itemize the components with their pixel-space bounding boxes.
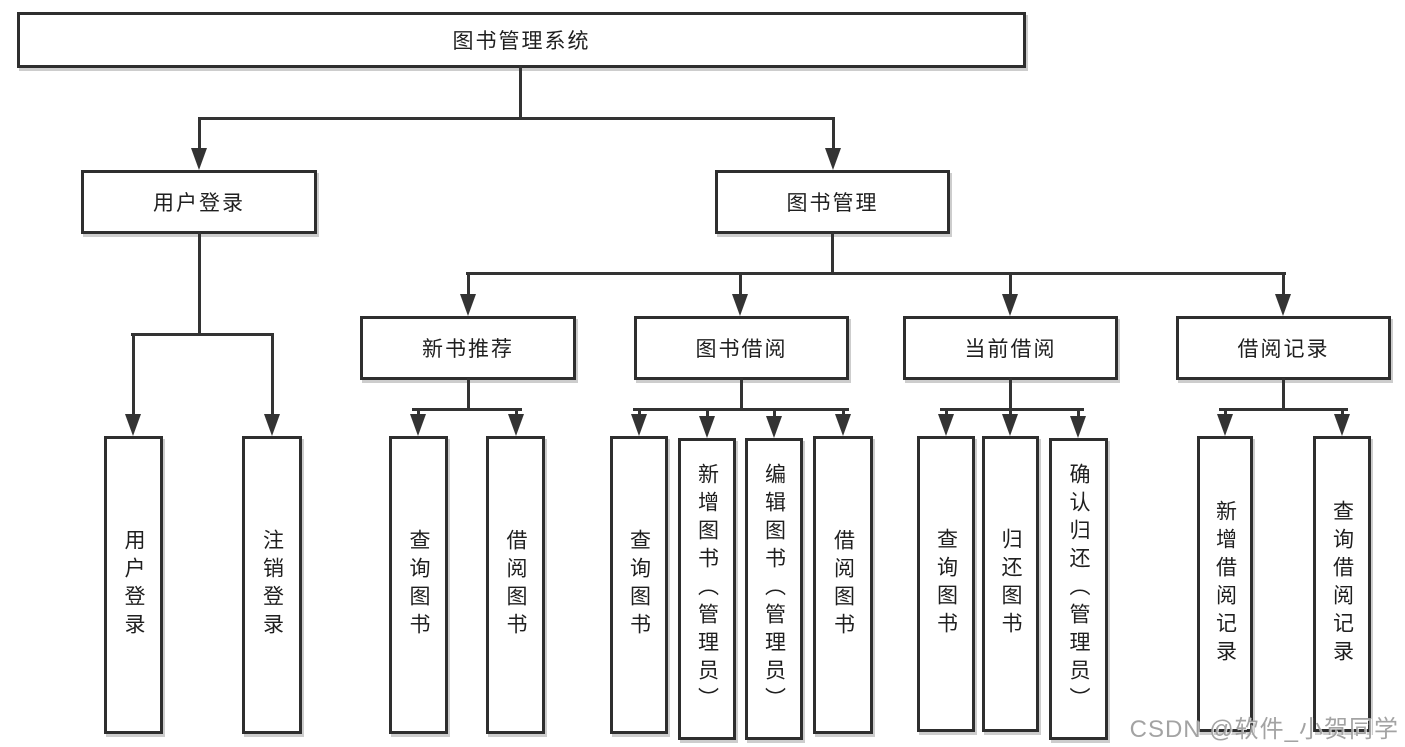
connector-arrow [766, 416, 782, 438]
connector-arrow [508, 414, 524, 436]
leaf-borrow-books-recommend-label: 借阅图书 [504, 529, 527, 641]
node-user-login-group-label: 用户登录 [153, 192, 245, 215]
connector-line [467, 272, 470, 296]
connector-line [466, 272, 1286, 275]
connector-line [131, 333, 274, 336]
connector-line [132, 333, 135, 416]
node-user-login-group: 用户登录 [81, 170, 317, 234]
node-book-management-group: 图书管理 [715, 170, 950, 234]
leaf-logout: 注销登录 [242, 436, 302, 734]
connector-line [417, 408, 420, 416]
node-new-book-recommend: 新书推荐 [360, 316, 576, 380]
leaf-borrow-books: 借阅图书 [813, 436, 873, 734]
connector-arrow [410, 414, 426, 436]
connector-line [1282, 272, 1285, 296]
leaf-borrow-books-recommend: 借阅图书 [486, 436, 545, 734]
connector-line [633, 408, 849, 411]
connector-arrow [732, 294, 748, 316]
connector-arrow [191, 148, 207, 170]
connector-arrow [264, 414, 280, 436]
connector-line [1224, 408, 1227, 416]
connector-line [638, 408, 641, 416]
leaf-edit-books-admin: 编辑图书（管理员） [745, 438, 803, 740]
leaf-return-books-label: 归还图书 [999, 528, 1022, 640]
connector-line [1341, 408, 1344, 416]
node-current-borrow-label: 当前借阅 [964, 338, 1057, 361]
connector-arrow [631, 414, 647, 436]
leaf-query-books-current-label: 查询图书 [934, 528, 958, 640]
leaf-query-books-borrow: 查询图书 [610, 436, 668, 734]
connector-arrow [1070, 416, 1086, 438]
connector-arrow [1002, 414, 1018, 436]
connector-arrow [699, 416, 715, 438]
node-book-borrow-label: 图书借阅 [695, 338, 788, 361]
connector-line [1009, 378, 1012, 410]
connector-arrow [1334, 414, 1350, 436]
connector-line [1009, 408, 1012, 416]
node-new-book-recommend-label: 新书推荐 [422, 338, 514, 361]
leaf-return-books: 归还图书 [982, 436, 1039, 732]
leaf-add-books-admin-label: 新增图书（管理员） [695, 463, 719, 715]
connector-line [198, 232, 201, 336]
node-root-label: 图书管理系统 [452, 30, 591, 53]
connector-line [198, 117, 201, 150]
connector-arrow [835, 414, 851, 436]
node-root: 图书管理系统 [17, 12, 1026, 68]
connector-arrow [460, 294, 476, 316]
connector-line [740, 378, 743, 410]
node-book-management-group-label: 图书管理 [786, 192, 879, 215]
connector-line [1282, 378, 1285, 410]
node-borrow-records-label: 借阅记录 [1237, 338, 1330, 361]
connector-line [1077, 408, 1080, 418]
connector-line [773, 408, 776, 418]
leaf-query-borrow-record: 查询借阅记录 [1313, 436, 1371, 732]
connector-arrow [825, 148, 841, 170]
connector-arrow [1002, 294, 1018, 316]
connector-line [842, 408, 845, 416]
connector-line [832, 117, 835, 150]
connector-arrow [1217, 414, 1233, 436]
node-current-borrow: 当前借阅 [903, 316, 1118, 380]
leaf-query-books-current: 查询图书 [917, 436, 975, 732]
connector-line [831, 232, 834, 275]
csdn-watermark: CSDN @软件_小贺同学 [1129, 716, 1399, 743]
connector-line [739, 272, 742, 296]
connector-line [467, 378, 470, 410]
leaf-confirm-return-admin-label: 确认归还（管理员） [1067, 463, 1090, 715]
connector-line [940, 408, 1084, 411]
connector-line [271, 333, 274, 416]
connector-line [1219, 408, 1348, 411]
node-borrow-records: 借阅记录 [1176, 316, 1391, 380]
connector-arrow [938, 414, 954, 436]
connector-line [706, 408, 709, 418]
leaf-add-books-admin: 新增图书（管理员） [678, 438, 736, 740]
connector-line [198, 117, 835, 120]
connector-line [1009, 272, 1012, 296]
leaf-edit-books-admin-label: 编辑图书（管理员） [762, 463, 786, 715]
connector-line [519, 66, 522, 120]
leaf-logout-label: 注销登录 [260, 529, 284, 641]
leaf-borrow-books-label: 借阅图书 [831, 529, 855, 641]
leaf-confirm-return-admin: 确认归还（管理员） [1049, 438, 1108, 740]
leaf-add-borrow-record: 新增借阅记录 [1197, 436, 1253, 732]
connector-arrow [125, 414, 141, 436]
connector-line [412, 408, 522, 411]
leaf-add-borrow-record-label: 新增借阅记录 [1213, 500, 1237, 668]
connector-arrow [1275, 294, 1291, 316]
connector-line [515, 408, 518, 416]
leaf-query-borrow-record-label: 查询借阅记录 [1330, 500, 1354, 668]
leaf-user-login: 用户登录 [104, 436, 163, 734]
leaf-query-books-borrow-label: 查询图书 [627, 529, 651, 641]
leaf-query-books-recommend-label: 查询图书 [407, 529, 430, 641]
node-book-borrow: 图书借阅 [634, 316, 849, 380]
leaf-query-books-recommend: 查询图书 [389, 436, 448, 734]
leaf-user-login-label: 用户登录 [122, 529, 145, 641]
connector-line [945, 408, 948, 416]
